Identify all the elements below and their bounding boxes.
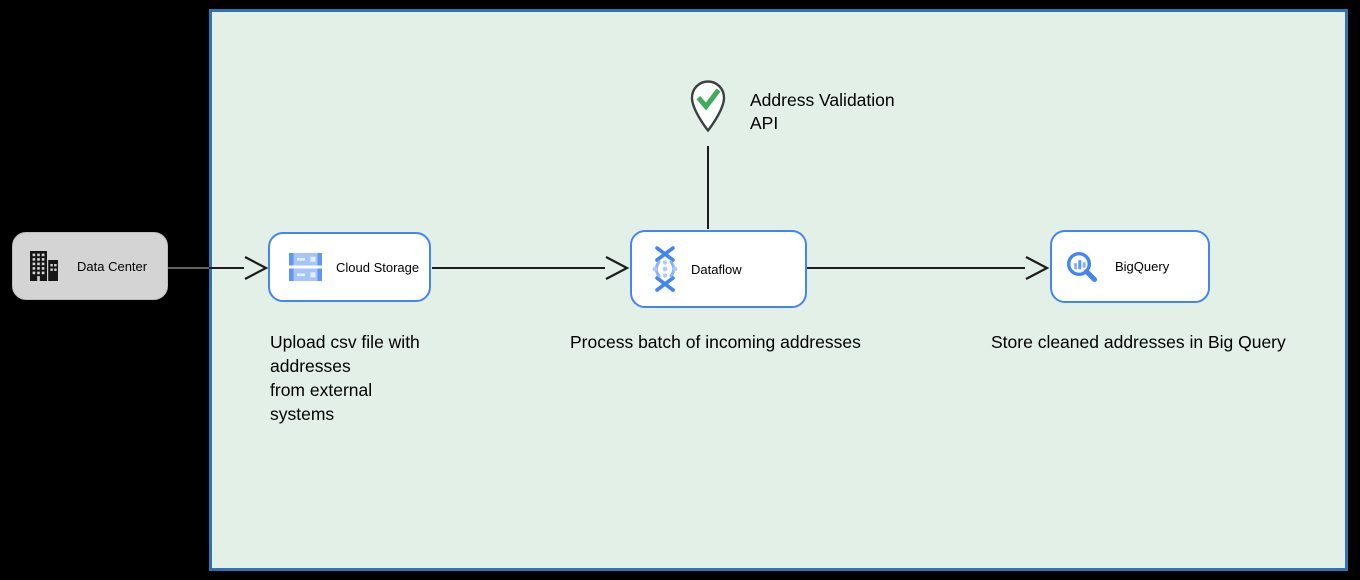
map-pin-check-icon[interactable] [689, 79, 727, 135]
node-dataflow[interactable]: Dataflow [630, 230, 807, 308]
address-validation-line2: API [750, 113, 779, 133]
cloud-storage-icon [289, 253, 322, 281]
bigquery-icon [1066, 251, 1097, 282]
node-label: Dataflow [691, 261, 742, 277]
address-validation-line1: Address Validation [750, 90, 895, 110]
note-line: systems [270, 404, 335, 424]
note-process-batch: Process batch of incoming addresses [570, 332, 861, 352]
note-line: Upload csv file with [270, 332, 420, 352]
address-validation-label: Address Validation API [750, 89, 895, 135]
note-line: from external [270, 380, 373, 400]
node-cloud-storage[interactable]: Cloud Storage [268, 232, 431, 302]
note-store-cleaned: Store cleaned addresses in Big Query [991, 332, 1286, 352]
node-label: Data Center [77, 258, 148, 274]
note-upload-csv: Upload csv file with addresses from exte… [270, 330, 420, 426]
note-line: addresses [270, 356, 351, 376]
node-data-center[interactable]: Data Center [12, 232, 168, 300]
building-icon [30, 251, 58, 281]
dataflow-icon [652, 246, 678, 292]
node-label: BigQuery [1115, 259, 1170, 274]
node-bigquery[interactable]: BigQuery [1050, 230, 1210, 303]
node-label: Cloud Storage [336, 259, 420, 275]
